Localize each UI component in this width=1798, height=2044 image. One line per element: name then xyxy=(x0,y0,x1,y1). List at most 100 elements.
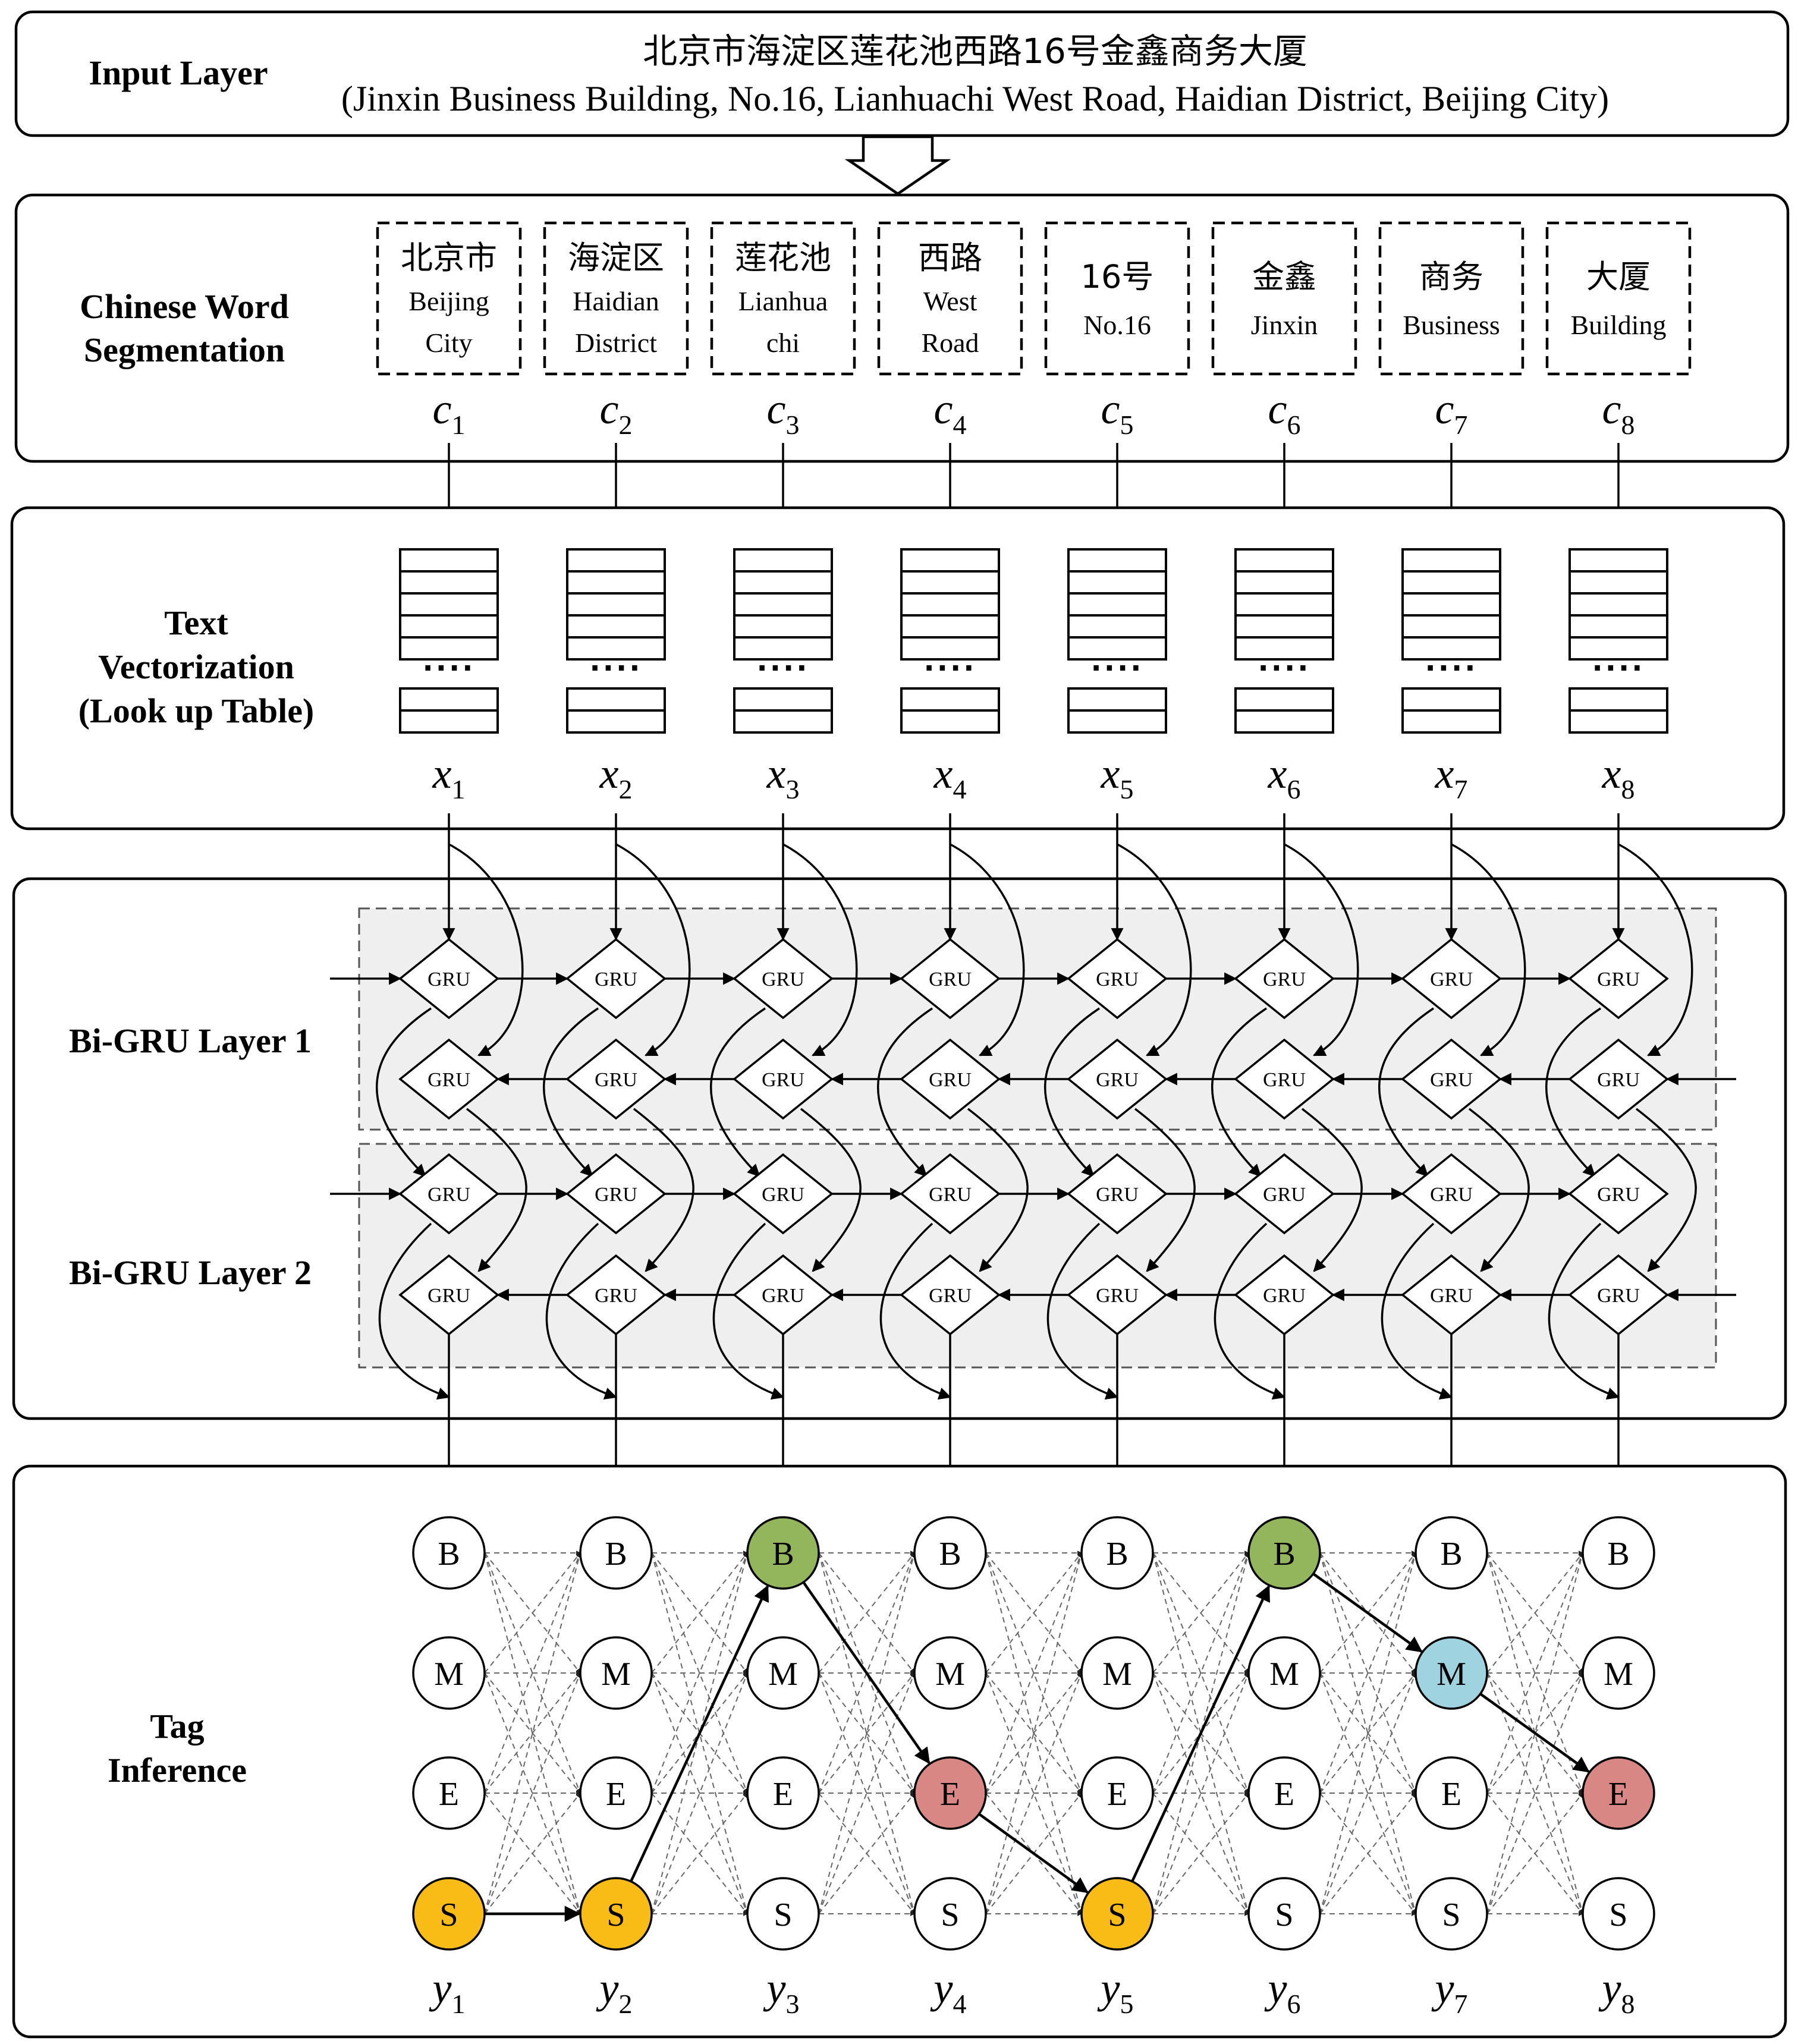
layer2-forward-to-output-arrow xyxy=(1214,1222,1285,1400)
tag-transition-edge xyxy=(1319,1552,1417,1914)
svg-text:GRU: GRU xyxy=(428,1184,470,1206)
gru-unit: GRU xyxy=(1234,938,1335,1020)
tag-transition-edge xyxy=(651,1552,749,1794)
tag-transition-edge xyxy=(651,1552,748,1674)
tag-node: M xyxy=(913,1636,987,1710)
token-c-label: c7 xyxy=(1435,385,1468,440)
svg-text:E: E xyxy=(439,1776,459,1813)
embedding-table: ····x7 xyxy=(1401,548,1501,804)
tag-transition-edge xyxy=(1152,1672,1250,1914)
tag-transition-edge xyxy=(1319,1672,1417,1914)
embedding-x-label: x2 xyxy=(599,750,633,804)
tag-transition-edge xyxy=(1486,1672,1584,1914)
output-y-label: y4 xyxy=(930,1964,967,2019)
gru-unit: GRU xyxy=(733,938,834,1020)
gru-unit: GRU xyxy=(900,938,1001,1020)
svg-text:E: E xyxy=(773,1776,793,1813)
layer1-forward-to-layer2-arrow xyxy=(376,1007,432,1177)
tag-node: M xyxy=(412,1636,486,1710)
svg-text:GRU: GRU xyxy=(428,1069,470,1091)
embedding-x-label: x6 xyxy=(1268,750,1301,804)
svg-text:GRU: GRU xyxy=(762,1184,804,1206)
output-y-label: y7 xyxy=(1431,1964,1468,2019)
svg-text:B: B xyxy=(772,1536,794,1573)
segment-word-chinese: 商务 xyxy=(1419,258,1483,295)
svg-text:GRU: GRU xyxy=(762,1285,804,1307)
segment-word-english: No.16 xyxy=(1083,310,1151,340)
gru-unit: GRU xyxy=(565,1153,667,1235)
embedding-tables: ····x1····x2····x3····x4····x5····x6····… xyxy=(399,548,1668,804)
gru-unit: GRU xyxy=(398,1038,499,1120)
tag-node: S xyxy=(1247,1877,1321,1951)
segmentation-panel: Chinese Word Segmentation 北京市BeijingCity… xyxy=(14,193,1790,549)
bigru-layer2-region xyxy=(358,1143,1717,1369)
tag-transition-edge xyxy=(484,1672,581,1914)
tag-node: S xyxy=(746,1877,820,1951)
svg-text:GRU: GRU xyxy=(1597,1285,1640,1307)
gru-unit: GRU xyxy=(900,1038,1001,1120)
input-to-backward-gru-arrow xyxy=(1618,843,1693,1056)
token-c-label: c4 xyxy=(934,385,967,440)
tag-inference-title-line2: Inference xyxy=(108,1751,247,1790)
svg-text:M: M xyxy=(1269,1656,1299,1693)
svg-text:GRU: GRU xyxy=(428,968,470,990)
input-to-backward-gru-arrow xyxy=(1451,843,1526,1056)
gru-unit: GRU xyxy=(1234,1038,1335,1120)
layer1-backward-to-layer2-arrow xyxy=(967,1108,1029,1272)
segment-word-english: Lianhua xyxy=(738,286,828,316)
tag-transition-edge xyxy=(484,1672,581,1914)
bigru-layer1-region xyxy=(358,907,1717,1131)
tag-transition-edge xyxy=(985,1552,1083,1914)
tag-transition-edge xyxy=(1319,1672,1417,1914)
gru-unit: GRU xyxy=(733,1153,834,1235)
token-c-label: c6 xyxy=(1268,385,1301,440)
gru-unit: GRU xyxy=(398,938,499,1020)
best-path-edge xyxy=(630,1584,769,1882)
tag-node: E xyxy=(746,1756,820,1830)
tag-transition-edge xyxy=(484,1552,581,1794)
gru-unit: GRU xyxy=(900,1254,1001,1336)
svg-text:GRU: GRU xyxy=(1263,1184,1306,1206)
svg-text:GRU: GRU xyxy=(595,1285,637,1307)
svg-text:B: B xyxy=(1440,1536,1462,1573)
input-address-english: (Jinxin Business Building, No.16, Lianhu… xyxy=(341,79,1609,118)
input-to-backward-gru-arrow xyxy=(448,843,524,1056)
gru-unit: GRU xyxy=(1234,1254,1335,1336)
svg-text:GRU: GRU xyxy=(929,1069,972,1091)
layer1-forward-to-layer2-arrow xyxy=(877,1007,933,1177)
tag-transition-edge xyxy=(1152,1793,1249,1914)
svg-text:B: B xyxy=(1607,1536,1629,1573)
tag-transition-edge xyxy=(985,1552,1083,1914)
tag-node: S xyxy=(913,1877,987,1951)
tag-transition-edge xyxy=(1319,1552,1417,1794)
segment-word-english: District xyxy=(575,328,657,358)
svg-text:GRU: GRU xyxy=(1597,1069,1640,1091)
best-path-edge xyxy=(1131,1584,1270,1882)
svg-text:GRU: GRU xyxy=(1597,968,1640,990)
tag-transition-edge xyxy=(651,1552,749,1794)
bigru-layer2-title: Bi-GRU Layer 2 xyxy=(69,1253,312,1292)
layer2-forward-to-output-arrow xyxy=(1548,1222,1620,1400)
best-path-edge xyxy=(802,1581,931,1765)
segment-word-english: Road xyxy=(921,328,979,358)
tag-node: E xyxy=(1080,1756,1154,1830)
tag-transition-edge xyxy=(818,1793,915,1914)
output-y-label: y1 xyxy=(429,1964,466,2019)
tag-transition-edge xyxy=(484,1552,581,1794)
embedding-x-label: x8 xyxy=(1602,750,1635,804)
layer1-forward-to-layer2-arrow xyxy=(1044,1007,1100,1177)
vectorization-title-line2: Vectorization xyxy=(98,647,294,686)
bigru-layer1-title: Bi-GRU Layer 1 xyxy=(69,1021,312,1060)
gru-unit: GRU xyxy=(1401,1153,1502,1235)
tag-node: M xyxy=(1247,1636,1321,1710)
tag-transition-edge xyxy=(818,1552,915,1674)
gru-unit: GRU xyxy=(1067,938,1168,1020)
gru-unit: GRU xyxy=(1067,1254,1168,1336)
embedding-ellipsis: ···· xyxy=(1425,652,1478,685)
tag-transition-edge xyxy=(818,1672,915,1794)
tag-transition-edge xyxy=(1486,1672,1584,1914)
output-y-label: y3 xyxy=(763,1964,800,2019)
